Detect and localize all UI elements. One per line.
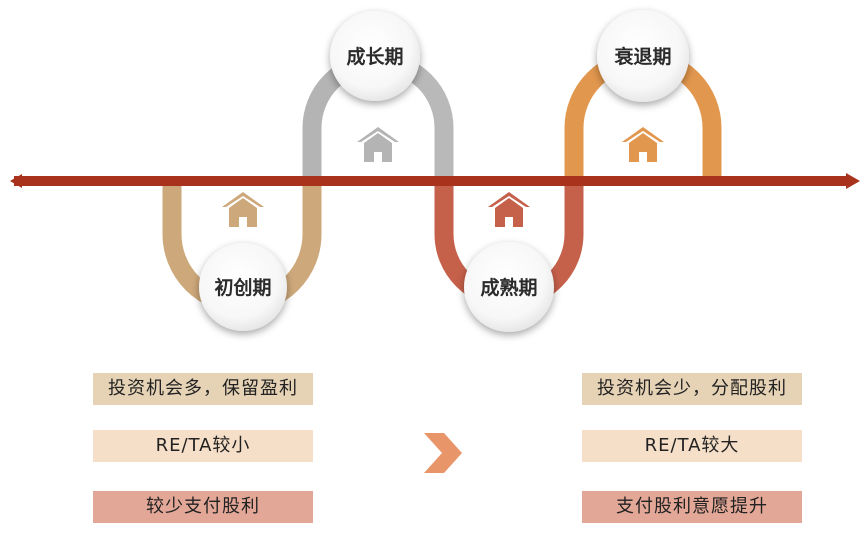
decline-point-1: 投资机会少，分配股利 (582, 373, 802, 405)
house-icon (222, 192, 264, 227)
startup-point-1: 投资机会多，保留盈利 (93, 373, 313, 405)
stage-decline: 衰退期 (597, 10, 689, 102)
decline-point-2: RE/TA较大 (582, 430, 802, 462)
stage-label: 成长期 (346, 45, 403, 68)
stage-growth: 成长期 (330, 11, 420, 101)
house-icon (622, 127, 664, 162)
chevron-right-icon (424, 433, 462, 473)
timeline-arrow-left (10, 174, 22, 188)
timeline-arrow-right (846, 173, 860, 189)
stage-mature: 成熟期 (464, 242, 554, 332)
house-icon (357, 127, 399, 162)
decline-point-3: 支付股利意愿提升 (582, 491, 802, 523)
house-icon (488, 192, 530, 227)
stage-startup: 初创期 (199, 243, 287, 331)
stage-label: 初创期 (214, 276, 271, 299)
startup-point-2: RE/TA较小 (93, 430, 313, 462)
stage-label: 衰退期 (613, 45, 671, 68)
stage-label: 成熟期 (480, 276, 537, 299)
startup-point-3: 较少支付股利 (93, 491, 313, 523)
